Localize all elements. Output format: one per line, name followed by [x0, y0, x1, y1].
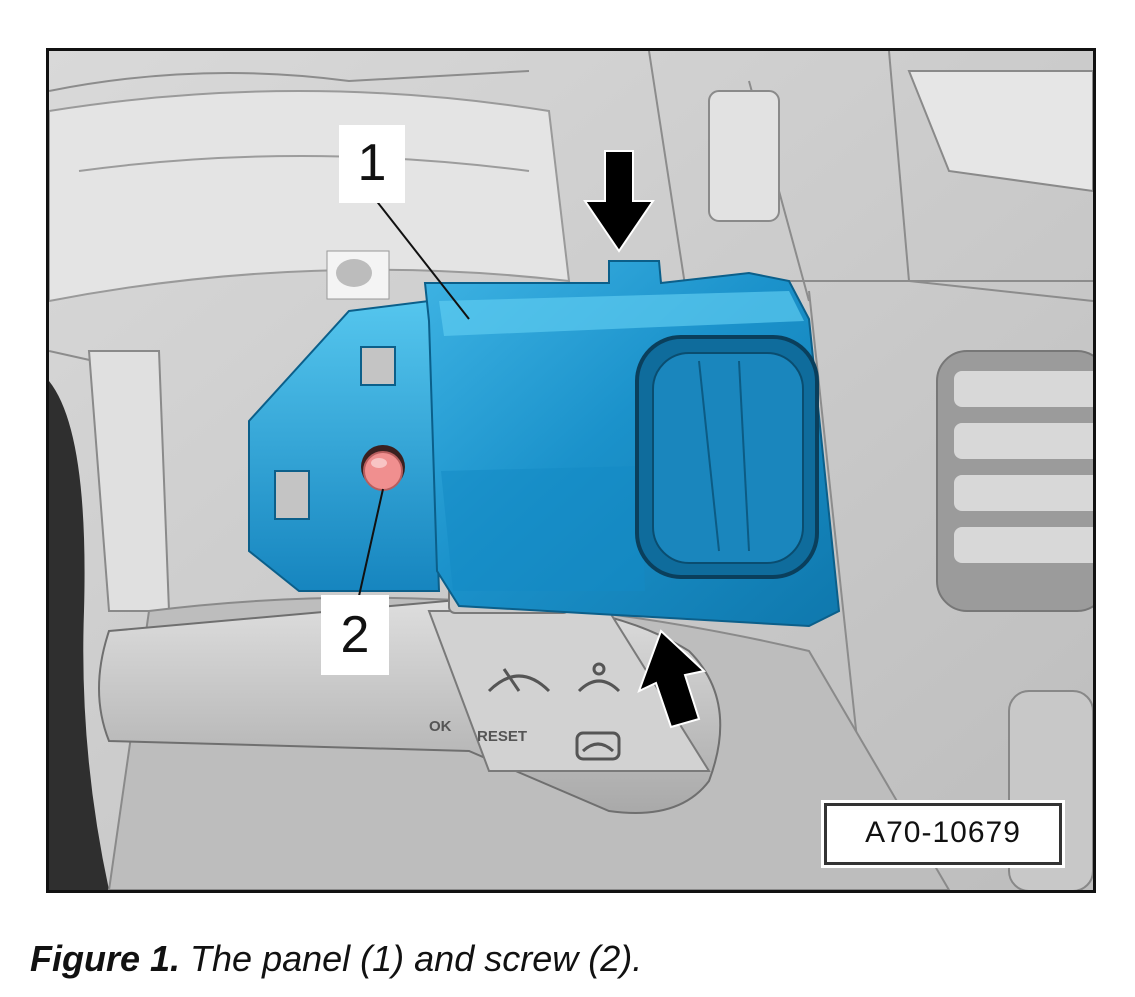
callout-label-1: 1 — [339, 125, 405, 203]
reference-code: A70-10679 — [821, 800, 1065, 868]
stalk-label-reset: RESET — [477, 728, 527, 745]
rear-wiper-symbol-icon — [575, 731, 621, 761]
steering-wheel-edge — [49, 381, 109, 890]
screw-component — [361, 445, 405, 491]
upper-trim — [49, 70, 1093, 303]
air-vent — [936, 350, 1093, 890]
stalk-label-ok: OK — [429, 718, 452, 735]
figure-number: Figure 1. — [30, 938, 181, 979]
arrow-down-icon — [583, 150, 655, 253]
diagram-figure: OK RESET — [46, 48, 1096, 893]
caption-text: The panel (1) and screw (2). — [180, 938, 643, 979]
leader-line-2 — [358, 488, 384, 597]
leader-line-1 — [374, 198, 470, 320]
panel-component — [248, 260, 841, 628]
callout-label-2: 2 — [321, 595, 389, 675]
wiper-symbol-icon — [487, 668, 551, 693]
figure-caption: Figure 1. The panel (1) and screw (2). — [30, 938, 642, 980]
arrow-up-icon — [637, 629, 707, 729]
diagram-illustration: OK RESET — [49, 51, 1093, 890]
washer-symbol-icon — [577, 662, 621, 693]
